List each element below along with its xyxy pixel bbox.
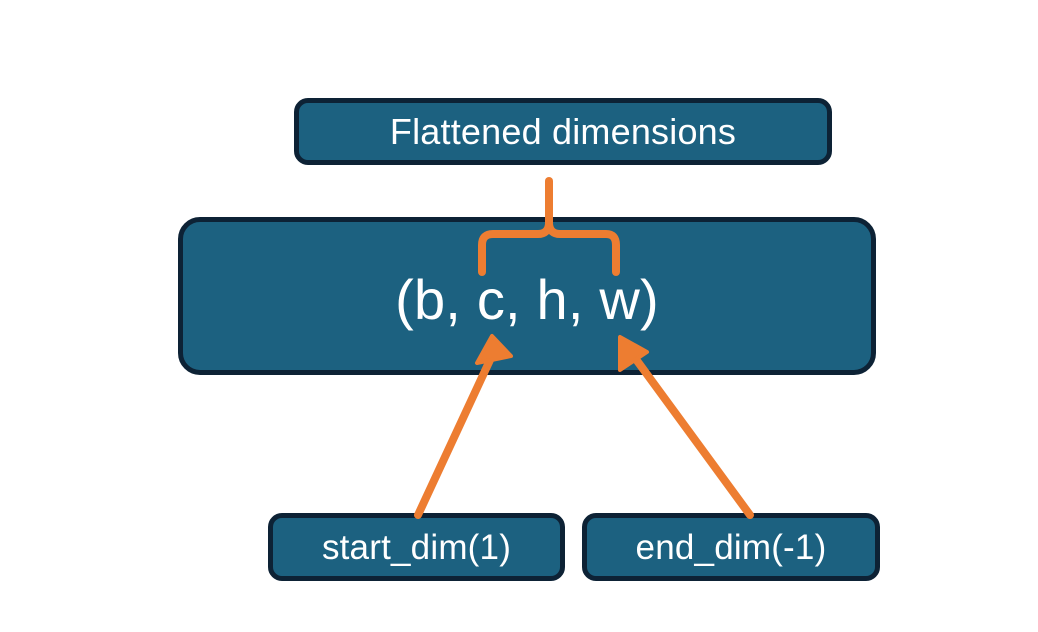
- start-dim-label: start_dim(1): [321, 527, 512, 567]
- tensor-shape-node: (b, c, h, w): [178, 217, 876, 375]
- tensor-shape-label: (b, c, h, w): [395, 268, 659, 331]
- end-dim-node: end_dim(-1): [582, 513, 880, 581]
- end-dim-label: end_dim(-1): [635, 527, 827, 567]
- start-dim-node: start_dim(1): [268, 513, 565, 581]
- flattened-dimensions-node: Flattened dimensions: [294, 98, 832, 165]
- flattened-dimensions-label: Flattened dimensions: [389, 110, 737, 152]
